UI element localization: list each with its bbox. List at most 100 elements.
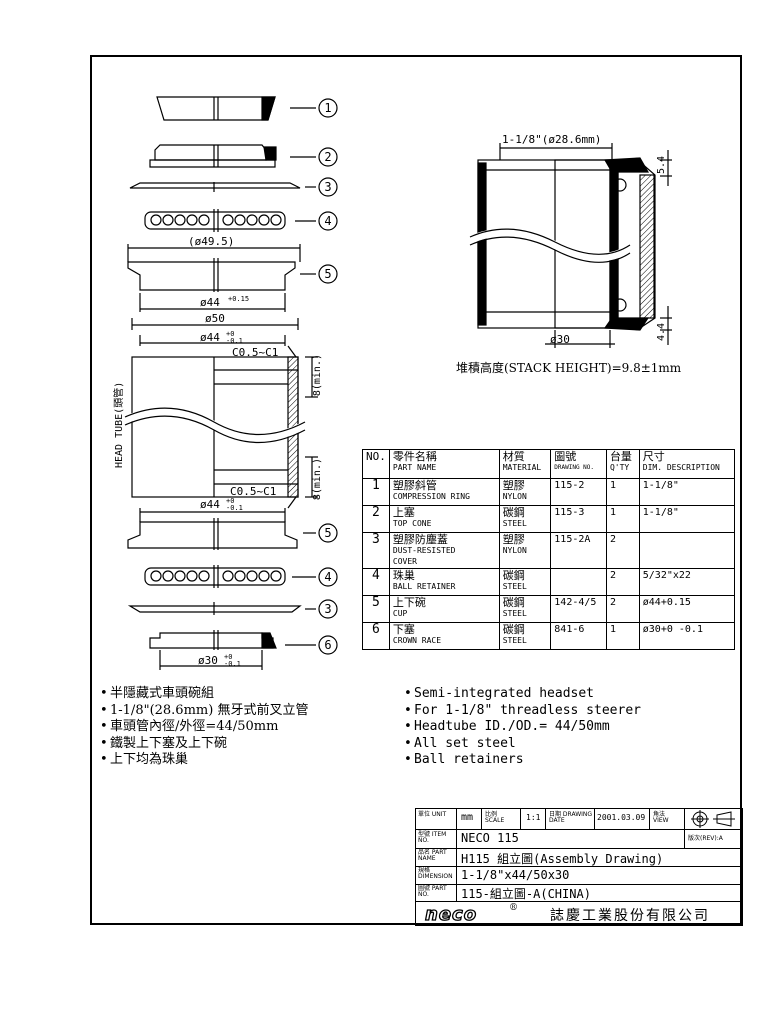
row-dim: ø30+0 -0.1 bbox=[638, 622, 736, 650]
unit-label: 單位 UNIT bbox=[418, 811, 447, 818]
dim-44-bot-tol-m: -0.1 bbox=[226, 504, 243, 512]
dim-8min-top: 8(min.) bbox=[312, 354, 323, 396]
header-no: NO. bbox=[362, 449, 390, 479]
note-item: •Semi-integrated headset bbox=[404, 686, 595, 701]
note-item: •For 1-1/8" threadless steerer bbox=[404, 702, 641, 718]
row-dim: 1-1/8" bbox=[638, 505, 736, 533]
row-drawing-no: 142-4/5 bbox=[550, 595, 607, 623]
dim-44-top-tol: +0.15 bbox=[228, 295, 249, 303]
dim-30-right: ø30 bbox=[550, 333, 570, 346]
dim-44-top: ø44 bbox=[200, 296, 220, 309]
row-no: 5 bbox=[362, 595, 390, 623]
row-qty: 1 bbox=[605, 505, 640, 533]
dim-8min-bot: 8(min.) bbox=[312, 458, 323, 500]
scale-label: 比例 SCALE bbox=[485, 811, 505, 824]
company-name: 誌慶工業股份有限公司 bbox=[550, 908, 710, 924]
dim-50: ø50 bbox=[205, 312, 225, 325]
part-no-value: 115-組立圖-A(CHINA) bbox=[461, 887, 591, 901]
note-item: •Headtube ID./OD.= 44/50mm bbox=[404, 719, 610, 734]
dim-44-ht-tol-m: -0.1 bbox=[226, 337, 243, 345]
date-value: 2001.03.09 bbox=[597, 813, 646, 822]
row-dim: ø44+0.15 bbox=[638, 595, 736, 623]
notes-chinese: •半隱藏式車頭碗組 •1-1/8"(28.6mm) 無牙式前叉立管 •車頭管內徑… bbox=[100, 686, 308, 769]
head-tube-label: HEAD TUBE(頭管) bbox=[112, 382, 125, 468]
callout-4: 4 bbox=[324, 214, 331, 228]
dim-44-ht-tol-p: +0 bbox=[226, 330, 234, 338]
callout-1: 1 bbox=[324, 101, 331, 115]
dim-30-tol-p: +0 bbox=[224, 653, 232, 661]
dim-30-tol-m: -0.1 bbox=[224, 660, 241, 668]
part-value: H115 組立圖(Assembly Drawing) bbox=[461, 852, 664, 866]
row-no: 3 bbox=[362, 532, 390, 569]
row-qty: 1 bbox=[605, 622, 640, 650]
row-drawing-no: 115-2A bbox=[550, 532, 607, 569]
drawing-border bbox=[90, 55, 742, 925]
dim-44-bot: ø44 bbox=[200, 498, 220, 511]
callout-3: 3 bbox=[324, 180, 331, 194]
row-qty: 2 bbox=[605, 595, 640, 623]
row-no: 4 bbox=[362, 568, 390, 596]
row-no: 2 bbox=[362, 505, 390, 533]
callout-4b: 4 bbox=[324, 570, 331, 584]
note-item: •車頭管內徑/外徑=44/50mm bbox=[100, 719, 279, 734]
unit-value: mm bbox=[461, 812, 474, 823]
row-dim: 1-1/8" bbox=[638, 478, 736, 506]
note-item: •1-1/8"(28.6mm) 無牙式前叉立管 bbox=[100, 702, 309, 718]
callout-3b: 3 bbox=[324, 602, 331, 616]
row-drawing-no bbox=[550, 568, 607, 596]
notes-english: •Semi-integrated headset •For 1-1/8" thr… bbox=[404, 686, 641, 769]
date-label: 日期 DRAWING DATE bbox=[549, 811, 593, 824]
dim-4-4: 4.4 bbox=[656, 323, 667, 341]
row-qty: 2 bbox=[605, 568, 640, 596]
note-item: •All set steel bbox=[404, 735, 516, 751]
callout-5b: 5 bbox=[324, 526, 331, 540]
dim-steerer: 1-1/8"(ø28.6mm) bbox=[502, 133, 601, 146]
dim-5-4: 5.4 bbox=[656, 156, 667, 174]
note-item: •鐵製上下塞及上下碗 bbox=[100, 735, 228, 751]
view-label: 角法 VIEW bbox=[653, 811, 669, 824]
row-dim bbox=[638, 532, 736, 569]
dim-c05-bot: C0.5~C1 bbox=[230, 485, 276, 498]
stack-height-text: 堆積高度(STACK HEIGHT)=9.8±1mm bbox=[456, 361, 682, 375]
row-no: 1 bbox=[362, 478, 390, 506]
neco-logo: neco bbox=[424, 903, 478, 925]
projection-symbol-icon bbox=[691, 810, 735, 828]
row-qty: 1 bbox=[605, 478, 640, 506]
callout-2: 2 bbox=[324, 150, 331, 164]
note-item: •Ball retainers bbox=[404, 752, 524, 767]
note-item: •半隱藏式車頭碗組 bbox=[100, 686, 215, 701]
dimension-label: 規格 DIMENSION bbox=[418, 867, 453, 880]
item-label: 型號 ITEM NO. bbox=[418, 831, 447, 844]
dimension-value: 1-1/8"x44/50x30 bbox=[461, 868, 570, 882]
part-no-label: 圖號 PART NO. bbox=[418, 885, 447, 898]
row-drawing-no: 115-3 bbox=[550, 505, 607, 533]
callout-5: 5 bbox=[324, 267, 331, 281]
dim-c05-top: C0.5~C1 bbox=[232, 346, 278, 359]
registered-mark-icon: ® bbox=[509, 903, 518, 913]
dim-44-ht: ø44 bbox=[200, 331, 220, 344]
callout-6: 6 bbox=[324, 638, 331, 652]
row-drawing-no: 115-2 bbox=[550, 478, 607, 506]
